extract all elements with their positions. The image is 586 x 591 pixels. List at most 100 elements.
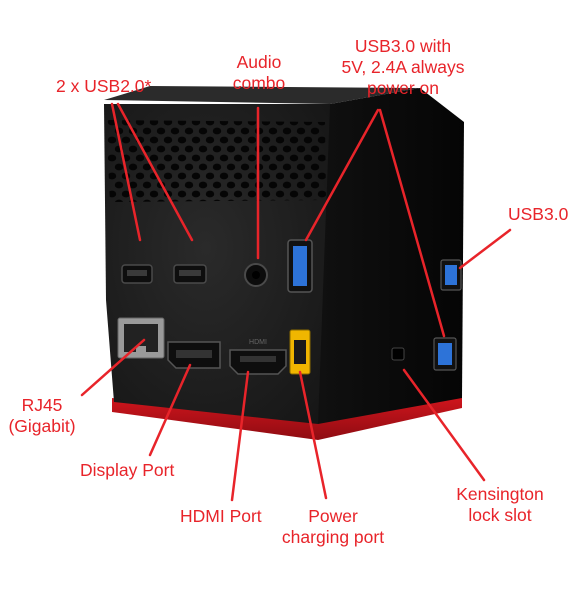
vent-hole [268,181,278,189]
vent-hole [268,163,278,171]
vent-hole [247,136,257,144]
label-displayport: Display Port [80,460,174,481]
vent-hole [296,145,306,153]
label-kensington-line2: lock slot [468,505,532,525]
vent-hole [219,172,229,180]
label-audio-line1: Audio [236,52,282,72]
vent-hole [191,154,201,162]
vent-hole [282,145,292,153]
vent-hole [219,136,229,144]
vent-hole [205,136,215,144]
vent-hole [289,136,299,144]
vent-hole [233,172,243,180]
vent-hole [275,154,285,162]
vent-hole [247,172,257,180]
vent-hole [212,163,222,171]
vent-hole [128,181,138,189]
vent-hole [226,127,236,135]
hdmi-port: HDMI [229,339,287,375]
usb3-side-port [440,259,462,291]
vent-hole [191,190,201,198]
vent-hole [142,163,152,171]
vent-hole [317,154,326,162]
vent-hole [191,136,201,144]
vent-hole [114,163,124,171]
label-power-line2: charging port [281,527,385,547]
vent-hole [198,181,208,189]
vent-hole [184,127,194,135]
vent-hole [261,136,271,144]
vent-hole [205,172,215,180]
usb30-leader [458,228,512,270]
vent-hole [142,127,152,135]
vent-hole [205,154,215,162]
vent-hole [170,163,180,171]
vent-hole [303,172,313,180]
vent-hole [107,172,117,180]
vent-hole [282,163,292,171]
vent-hole [121,190,131,198]
vent-hole [198,163,208,171]
vent-hole [317,190,326,198]
vent-hole [170,127,180,135]
vent-hole [149,136,159,144]
vent-hole [310,181,320,189]
usb30-power-leader-1 [304,108,380,242]
vent-hole [156,163,166,171]
vent-hole [233,136,243,144]
vent-hole [170,199,180,202]
vent-hole [310,163,320,171]
vent-hole [289,190,299,198]
vent-hole [275,190,285,198]
label-hdmi-line1: HDMI Port [180,506,262,526]
usb3-side-port-lower [433,337,457,371]
vent-hole [135,190,145,198]
rj45-leader [80,338,146,397]
label-kensington-line1: Kensington [456,484,544,504]
label-usb20: 2 x USB2.0* [56,76,151,97]
vent-hole [282,127,292,135]
label-power: Power charging port [268,506,398,548]
vent-hole [261,190,271,198]
label-rj45-line2: (Gigabit) [8,416,76,436]
vent-hole [268,145,278,153]
displayport-port [167,341,221,369]
vent-hole [212,145,222,153]
label-usb20-line1: 2 x USB2.0* [56,76,152,96]
usb2-port-1 [121,264,153,284]
label-power-line1: Power [308,506,358,526]
label-rj45-line1: RJ45 [21,395,63,415]
vent-hole [142,199,152,202]
vent-hole [128,163,138,171]
rj45-port [117,317,165,359]
vent-hole [205,190,215,198]
vent-hole [107,190,117,198]
usb20-leader-2 [116,102,194,242]
vent-hole [170,181,180,189]
vent-hole [303,190,313,198]
vent-hole [275,136,285,144]
vent-hole [289,154,299,162]
vent-hole [142,145,152,153]
hdmi-leader [230,370,250,502]
vent-hole [275,172,285,180]
vent-hole [233,190,243,198]
vent-hole [114,199,124,202]
vent-hole [135,154,145,162]
vent-hole [268,127,278,135]
label-rj45: RJ45 (Gigabit) [2,395,82,437]
vent-hole [310,145,320,153]
power-leader [298,370,328,500]
vent-hole [303,154,313,162]
vent-hole [303,136,313,144]
vent-hole [163,154,173,162]
side-face [318,88,464,424]
vent-hole [121,136,131,144]
vent-hole [114,181,124,189]
vent-hole [156,199,166,202]
vent-hole [317,172,326,180]
vent-hole [191,172,201,180]
vent-hole [233,154,243,162]
vent-hole [261,154,271,162]
vent-hole [226,163,236,171]
